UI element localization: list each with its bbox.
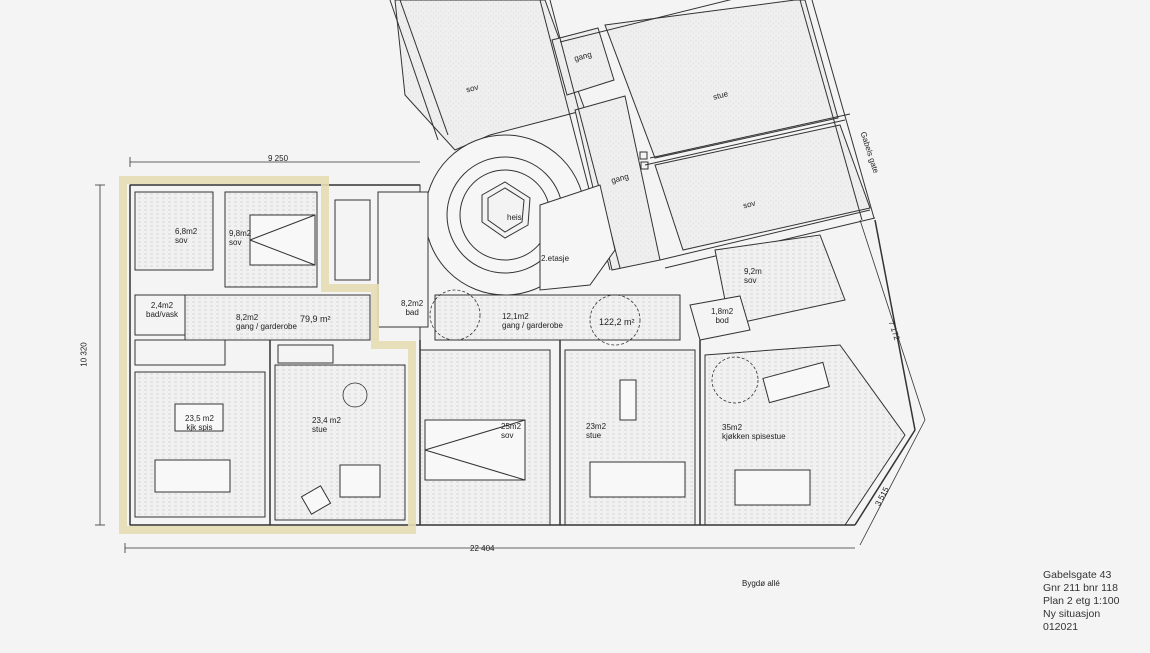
room-stue-1: 23,4 m2 stue — [312, 416, 341, 434]
room-name: sov — [744, 276, 757, 285]
room-name: bad/vask — [146, 310, 179, 319]
room-area: 23,5 m2 — [185, 414, 214, 423]
main-area-label: 122,2 m² — [599, 317, 635, 327]
room-area: 2,4m2 — [150, 301, 174, 310]
room-bad-vask: 2,4m2 bad/vask — [146, 301, 178, 319]
room-name: sov — [229, 238, 242, 247]
room-area: 35m2 — [722, 423, 743, 432]
room-area: 8,2m2 — [236, 313, 259, 322]
room-name: bod — [715, 316, 729, 325]
dimension-top: 9 250 — [268, 154, 289, 163]
room-name: sov — [175, 236, 188, 245]
room-area: 9,2m — [744, 267, 762, 276]
dimension-lines — [95, 157, 926, 553]
room-stue-2: 23m2 stue — [586, 422, 606, 440]
street-bygdo-alle: Bygdø allé — [742, 579, 780, 588]
room-kjokken: 35m2 kjøkken spisestue — [722, 423, 786, 441]
dimension-bottom: 22 404 — [470, 544, 495, 553]
room-area: 12,1m2 — [502, 312, 529, 321]
unit-area-label: 79,9 m² — [300, 314, 331, 324]
room-name: kjøkken spisestue — [722, 432, 786, 441]
cadastral-number: Gnr 211 bnr 118 — [1043, 582, 1118, 594]
room-name: bad — [405, 308, 419, 317]
room-area: 6,8m2 — [175, 227, 198, 236]
room-area: 8,2m2 — [401, 299, 424, 308]
room-sov-3: 25m2 sov — [501, 422, 521, 440]
room-kjk-spis: 23,5 m2 kjk spis — [185, 414, 214, 432]
elevator-label: heis — [507, 213, 522, 222]
room-name: gang / garderobe — [236, 322, 297, 331]
room-area: 1,8m2 — [711, 307, 734, 316]
dimension-left: 10 320 — [79, 342, 89, 367]
room-area: 25m2 — [501, 422, 522, 431]
room-area: 23,4 m2 — [312, 416, 341, 425]
stair-core — [424, 134, 616, 296]
title-block: Gabelsgate 43 Gnr 211 bnr 118 Plan 2 etg… — [1043, 569, 1119, 634]
room-name: stue — [586, 431, 602, 440]
room-sov-2: 9,8m2 sov — [229, 229, 251, 247]
room-gang-1: 8,2m2 gang / garderobe — [236, 313, 297, 331]
room-bod: 1,8m2 bod — [711, 307, 733, 325]
room-sov-1: 6,8m2 sov — [175, 227, 197, 245]
room-area: 9,8m2 — [229, 229, 252, 238]
room-name: stue — [312, 425, 328, 434]
room-area: 23m2 — [586, 422, 607, 431]
address: Gabelsgate 43 — [1043, 569, 1112, 581]
room-sov-4: 9,2m sov — [744, 267, 762, 285]
floor-label: 2.etasje — [541, 254, 570, 263]
plan-scale: Plan 2 etg 1:100 — [1043, 595, 1120, 607]
room-name: gang / garderobe — [502, 321, 563, 330]
unit-highlight — [119, 176, 416, 534]
main-block — [129, 184, 916, 526]
room-gang-2: 12,1m2 gang / garderobe — [502, 312, 563, 330]
plan-status: Ny situasjon — [1043, 608, 1101, 620]
room-name: sov — [501, 431, 514, 440]
date-code: 012021 — [1043, 621, 1079, 633]
room-name: kjk spis — [186, 423, 213, 432]
room-bad: 8,2m2 bad — [401, 299, 423, 317]
